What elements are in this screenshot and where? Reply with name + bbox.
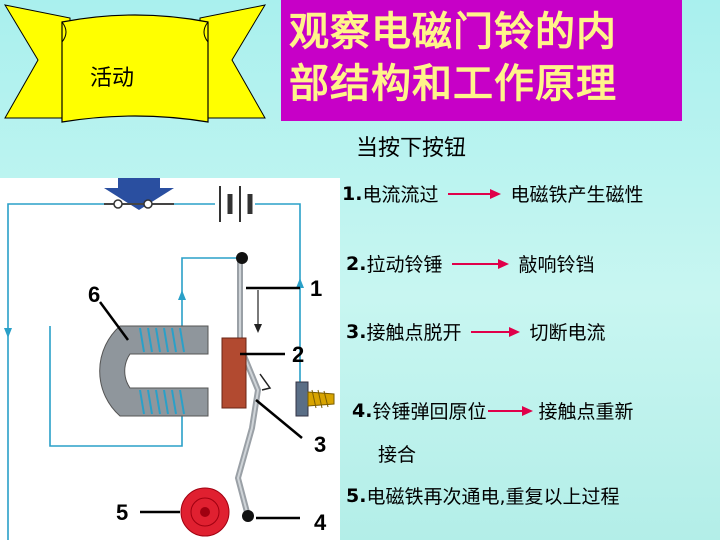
step-3-result: 切断电流 bbox=[529, 322, 606, 344]
doorbell-diagram: 1 2 3 4 5 6 bbox=[0, 178, 340, 540]
label-2: 2 bbox=[292, 342, 304, 367]
subtitle: 当按下按钮 bbox=[356, 136, 467, 161]
label-3: 3 bbox=[314, 432, 326, 457]
step-2-result: 敲响铃铛 bbox=[518, 254, 595, 276]
step-4-result: 接触点重新 bbox=[538, 401, 634, 423]
arrow-icon bbox=[471, 326, 521, 337]
step-4: 4. 铃锤弹回原位 接触点重新 bbox=[352, 397, 633, 424]
step-1-num: 1. bbox=[342, 182, 363, 205]
step-5-num: 5. bbox=[346, 484, 367, 507]
title-line-1: 观察电磁门铃的内 bbox=[289, 9, 617, 55]
step-3-action: 接触点脱开 bbox=[366, 322, 462, 344]
step-2: 2. 拉动铃锤 敲响铃铛 bbox=[346, 250, 594, 277]
arrow-icon bbox=[452, 258, 510, 269]
electromagnet-icon bbox=[99, 325, 209, 417]
title-line-2: 部结构和工作原理 bbox=[289, 61, 617, 107]
step-3-num: 3. bbox=[346, 320, 367, 343]
label-4: 4 bbox=[314, 510, 327, 535]
push-button-icon bbox=[104, 178, 174, 210]
label-1: 1 bbox=[310, 276, 322, 301]
step-5-action: 电磁铁再次通电,重复以上过程 bbox=[366, 486, 620, 508]
step-1-action: 电流流过 bbox=[362, 184, 439, 206]
title-box: 观察电磁门铃的内 部结构和工作原理 bbox=[281, 0, 682, 121]
bell-icon bbox=[180, 487, 230, 537]
step-2-num: 2. bbox=[346, 252, 367, 275]
arrow-icon bbox=[488, 405, 534, 416]
step-2-action: 拉动铃锤 bbox=[366, 254, 443, 276]
step-4-action: 铃锤弹回原位 bbox=[372, 401, 487, 423]
activity-label: 活动 bbox=[89, 66, 134, 91]
step-5: 5. 电磁铁再次通电,重复以上过程 bbox=[346, 482, 620, 509]
armature-icon bbox=[221, 252, 262, 522]
step-1: 1. 电流流过 电磁铁产生磁性 bbox=[342, 180, 643, 207]
activity-banner bbox=[3, 4, 267, 123]
arrow-icon bbox=[448, 188, 502, 199]
battery-icon bbox=[219, 186, 253, 222]
label-5: 5 bbox=[116, 500, 128, 525]
step-4-continuation: 接合 bbox=[378, 444, 417, 466]
step-4-num: 4. bbox=[352, 399, 373, 422]
label-6: 6 bbox=[88, 282, 100, 307]
step-1-result: 电磁铁产生磁性 bbox=[510, 184, 644, 206]
contact-screw-icon bbox=[259, 373, 335, 417]
step-3: 3. 接触点脱开 切断电流 bbox=[346, 318, 605, 345]
